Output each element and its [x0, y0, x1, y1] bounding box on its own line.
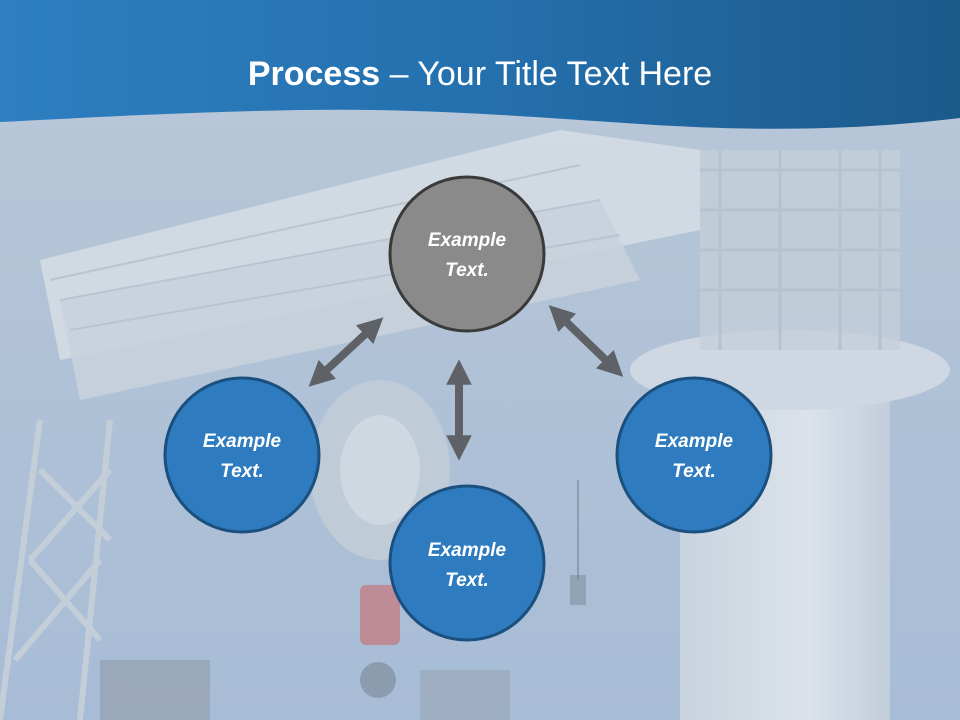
node-left-line2: Text.: [220, 461, 264, 482]
node-right[interactable]: Example Text.: [615, 376, 773, 534]
title-band: [0, 0, 960, 129]
node-bottom[interactable]: Example Text.: [388, 484, 546, 642]
title-bold: Process: [247, 55, 381, 93]
node-top-line1: Example: [428, 230, 507, 251]
arrow-top-left: [308, 317, 384, 387]
node-right-line2: Text.: [672, 461, 716, 482]
node-right-line1: Example: [655, 431, 734, 452]
node-bottom-line2: Text.: [445, 570, 489, 591]
arrow-top-right: [548, 305, 624, 377]
title-rest: Your Title Text Here: [417, 55, 713, 93]
slide-title: Process – Your Title Text Here: [0, 52, 960, 96]
node-left-line1: Example: [203, 431, 282, 452]
title-separator: –: [380, 55, 418, 93]
node-top-line2: Text.: [445, 260, 489, 281]
node-left[interactable]: Example Text.: [163, 376, 321, 534]
node-top[interactable]: Example Text.: [388, 175, 546, 333]
node-bottom-line1: Example: [428, 540, 507, 561]
